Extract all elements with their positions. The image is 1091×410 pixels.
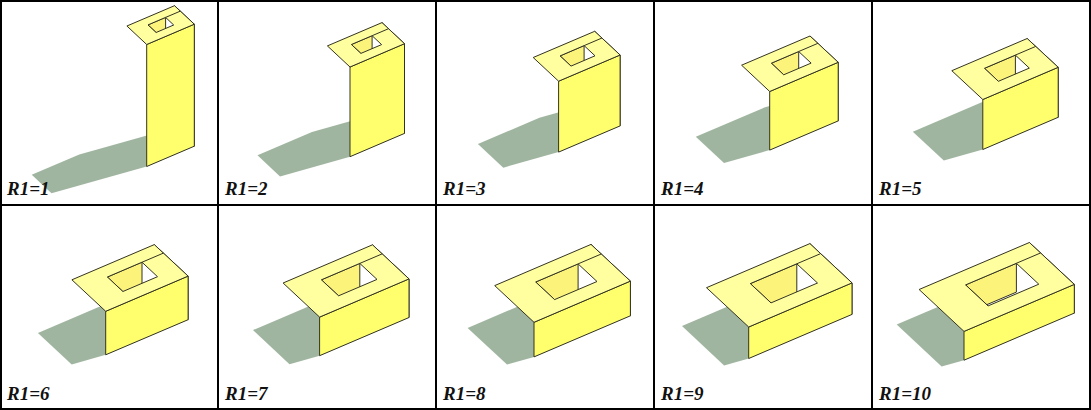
ratio-label: R1=9 (661, 384, 704, 403)
opening-edge (351, 36, 381, 54)
inner-walls (771, 52, 798, 134)
wing-edge (166, 11, 181, 17)
wing-edge (799, 43, 818, 51)
courtyard-block (32, 6, 195, 194)
inner-wall (536, 282, 555, 334)
ratio-label: R1=8 (443, 384, 486, 403)
inner-walls (107, 262, 142, 335)
courtyard-block (696, 36, 838, 163)
opening-edge (966, 263, 1039, 306)
inner-wall (148, 17, 166, 147)
courtyard-block (38, 245, 188, 365)
opening-edge (750, 264, 817, 303)
opening-edge (771, 52, 811, 75)
opening-edge (148, 17, 174, 32)
courtyard-block (478, 31, 620, 167)
opening-edge (985, 55, 1030, 81)
wing-edge (578, 254, 601, 264)
opening-edge (560, 46, 595, 67)
courtyard-block (468, 244, 631, 364)
inner-walls (351, 36, 372, 143)
opening-edge (321, 263, 377, 295)
ratio-label: R1=7 (225, 384, 268, 403)
panel-border (0, 204, 1091, 206)
top-face (495, 244, 631, 322)
courtyard-block (253, 245, 409, 364)
wing-edge (142, 253, 163, 262)
inner-wall (560, 46, 584, 127)
inner-wall (985, 68, 999, 131)
courtyard-block (897, 243, 1075, 367)
ratio-label: R1=3 (443, 179, 486, 198)
courtyard-block (682, 244, 852, 366)
inner-wall (966, 285, 989, 335)
ratio-label: R1=4 (661, 179, 704, 198)
panel-border (0, 408, 1091, 410)
opening-edge (536, 264, 597, 300)
wing-edge (1016, 253, 1040, 263)
ratio-label: R1=1 (7, 179, 50, 198)
inner-wall (536, 264, 578, 317)
inner-wall (966, 263, 1017, 313)
wing-edge (797, 254, 821, 264)
inner-walls (148, 17, 166, 154)
ratio-label: R1=5 (879, 179, 922, 198)
inner-wall (107, 277, 123, 335)
wing-edge (372, 29, 388, 36)
top-face (707, 244, 853, 327)
front-face (147, 24, 195, 166)
ratio-label: R1=2 (225, 179, 268, 198)
ratio-label: R1=10 (879, 384, 931, 403)
wing-edge (1015, 46, 1035, 55)
inner-wall (148, 25, 156, 155)
wing-edge (584, 38, 602, 46)
panel-border (0, 0, 1091, 2)
inner-walls (321, 263, 359, 334)
inner-walls (750, 264, 797, 335)
courtyard-block (913, 39, 1058, 161)
opening-edge (107, 262, 157, 291)
top-face (919, 243, 1074, 332)
courtyard-block (258, 23, 405, 177)
inner-wall (771, 52, 798, 122)
inner-wall (560, 56, 571, 137)
wing-edge (360, 254, 382, 264)
inner-wall (351, 45, 361, 144)
ratio-label: R1=6 (7, 384, 50, 403)
inner-wall (985, 55, 1016, 118)
inner-wall (107, 262, 142, 320)
inner-wall (750, 284, 771, 335)
